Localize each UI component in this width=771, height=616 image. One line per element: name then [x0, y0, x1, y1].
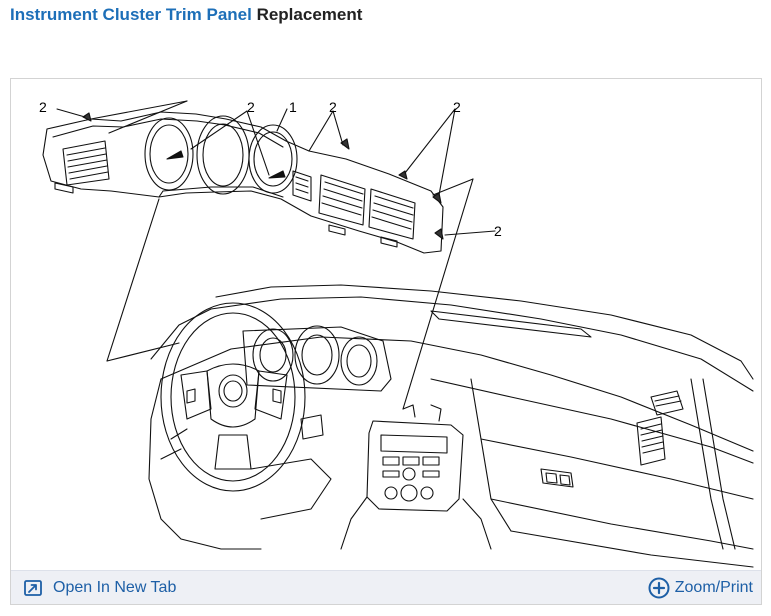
trim-panel: [42, 111, 444, 254]
callout-left-clip: 2: [39, 99, 47, 115]
callout-trim-panel: 1: [289, 99, 297, 115]
dashboard: [148, 284, 754, 568]
leader-lines: [56, 100, 496, 410]
callout-lower-clip: 2: [494, 223, 502, 239]
figure-frame: 2 2 1 2 2 2 Open In New Tab Zoom/Print: [10, 78, 762, 605]
page-title-rest: Replacement: [251, 5, 363, 24]
page-title: Instrument Cluster Trim Panel Replacemen…: [10, 5, 362, 25]
callout-center-clip: 2: [329, 99, 337, 115]
zoom-print-label: Zoom/Print: [674, 578, 753, 596]
callout-right-clips: 2: [453, 99, 461, 115]
open-in-new-tab-label: Open In New Tab: [53, 578, 177, 596]
callout-gauge-clip: 2: [247, 99, 255, 115]
callout-labels: 2 2 1 2 2 2: [39, 99, 502, 239]
figure-toolbar: Open In New Tab Zoom/Print: [11, 570, 761, 604]
page-title-link[interactable]: Instrument Cluster Trim Panel: [10, 5, 252, 24]
open-in-new-tab-button[interactable]: Open In New Tab: [23, 578, 176, 598]
zoom-plus-icon: [648, 577, 670, 598]
dash-diagram: 2 2 1 2 2 2: [39, 99, 754, 568]
open-in-new-tab-icon: [24, 579, 42, 596]
zoom-print-button[interactable]: Zoom/Print: [648, 577, 753, 599]
